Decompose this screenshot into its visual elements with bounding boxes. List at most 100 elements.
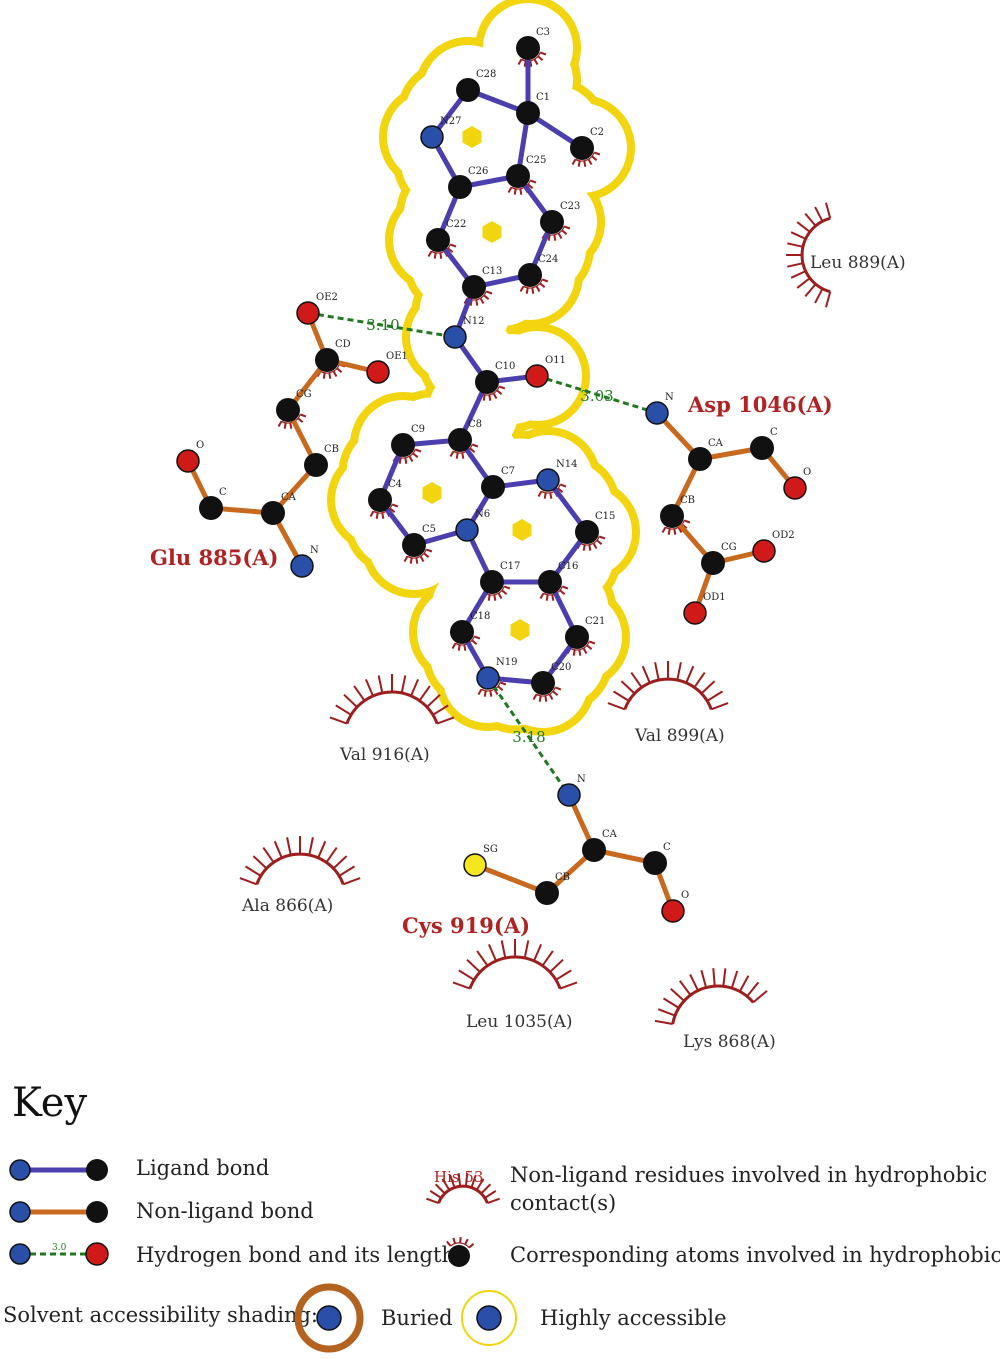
- atom-c: [750, 436, 774, 460]
- atom-label: CB: [680, 495, 695, 506]
- legend-ligand-bond-sample: [9, 1159, 108, 1181]
- legend-carbon-atom-icon: [448, 1245, 470, 1267]
- hydrophobic-arc-leu889: [786, 202, 832, 308]
- hydrogen-bonds: 3.103.033.18: [307, 311, 658, 796]
- residue-label: Cys 919(A): [402, 913, 530, 938]
- atom-hydrophobic-contact: [519, 278, 549, 294]
- residue-label: Glu 885(A): [150, 545, 279, 570]
- legend-hydrophobic-atom-icon: [446, 1236, 475, 1267]
- atom-label: CB: [555, 872, 570, 883]
- atom-n: [420, 125, 444, 149]
- hydrophobic-arc-leu1035: [452, 939, 578, 990]
- atom-o: [661, 899, 685, 923]
- atom-c: [402, 533, 426, 557]
- residue-label: Ala 866(A): [241, 896, 333, 916]
- legend-accessible-icon: [461, 1290, 517, 1346]
- legend-nitrogen-atom-icon: [9, 1159, 31, 1181]
- atom-o: [525, 364, 549, 388]
- legend-hbond-sample: 3.0: [9, 1242, 109, 1266]
- legend-hbond-length: 3.0: [52, 1243, 67, 1253]
- legend-buried-ring: [294, 1283, 364, 1353]
- atom-label: N: [665, 392, 674, 403]
- atom-label: C3: [536, 27, 550, 38]
- atom-label: C: [770, 427, 778, 438]
- atom-o: [683, 601, 707, 625]
- atom-hydrophobic-contact: [507, 179, 537, 195]
- legend-buried-icon: [294, 1283, 364, 1353]
- atom-c: [516, 101, 540, 125]
- atom-label: N14: [556, 459, 577, 470]
- legend-oxygen-atom-icon: [85, 1242, 109, 1266]
- atom-label: C5: [422, 524, 436, 535]
- residue-label: Asp 1046(A): [687, 392, 833, 417]
- atom-c: [426, 228, 450, 252]
- atom-s: [463, 853, 487, 877]
- residue-label: Leu 1035(A): [466, 1012, 573, 1032]
- atom-label: C25: [526, 155, 546, 166]
- atom-hydrophobic-contact: [661, 519, 691, 535]
- aromatic-ring-marker: [512, 519, 532, 541]
- atom-label: CG: [296, 389, 312, 400]
- atom-label: O: [196, 440, 204, 451]
- residue-label: Lys 868(A): [683, 1032, 776, 1052]
- atom-n: [645, 401, 669, 425]
- atom-c: [540, 210, 564, 234]
- residue-labels: Glu 885(A)Asp 1046(A)Cys 919(A)Leu 889(A…: [150, 253, 906, 1052]
- atom-c: [570, 136, 594, 160]
- nonligand-bond: [472, 862, 550, 896]
- atom-o: [366, 360, 390, 384]
- atom-label: OE1: [386, 351, 408, 362]
- atom-label: CG: [721, 542, 737, 553]
- atom-label: CD: [335, 339, 351, 350]
- atom-c: [391, 433, 415, 457]
- atom-label: CB: [324, 444, 339, 455]
- atom-c: [688, 447, 712, 471]
- legend-accessible-text: Highly accessible: [540, 1306, 727, 1330]
- atom-label: N27: [440, 116, 461, 127]
- atom-label: C22: [446, 219, 466, 230]
- legend-ligand-bond-text: Ligand bond: [136, 1156, 269, 1180]
- atom-c: [518, 263, 542, 287]
- atom-c: [538, 570, 562, 594]
- legend-hydrophobic-arc-icon: [426, 1173, 500, 1205]
- atom-label: C8: [468, 419, 482, 430]
- legend-hydrophobic-spokes: [446, 1236, 475, 1249]
- atom-c: [575, 520, 599, 544]
- atom-c: [315, 348, 339, 372]
- atoms: [176, 36, 807, 923]
- atom-label: CA: [708, 438, 724, 449]
- atom-n: [443, 325, 467, 349]
- atom-c: [462, 275, 486, 299]
- atom-n: [455, 518, 479, 542]
- legend-nitrogen-atom-icon: [9, 1201, 31, 1223]
- legend-hydrophobic-residues-text-2: contact(s): [510, 1191, 616, 1215]
- hydrophobic-arc-val899: [607, 661, 729, 711]
- atom-label: C13: [482, 266, 502, 277]
- hydrogen-bond: [536, 374, 658, 415]
- hydrophobic-contacts: [239, 51, 832, 1025]
- atom-label: C4: [388, 479, 402, 490]
- aromatic-ring-marker: [422, 482, 442, 504]
- atom-label: C28: [476, 69, 496, 80]
- atom-label: C17: [500, 561, 520, 572]
- hydrogen-bond-length: 3.10: [366, 316, 399, 334]
- atom-label: N12: [463, 316, 484, 327]
- atom-label: C: [219, 487, 227, 498]
- atom-hydrophobic-contact: [476, 385, 506, 401]
- atom-label: C2: [590, 127, 604, 138]
- atom-label: C18: [470, 611, 490, 622]
- atom-c: [506, 164, 530, 188]
- hydrogen-bond: [307, 311, 456, 339]
- atom-label: SG: [483, 844, 498, 855]
- legend: Key Ligand bond Non-ligand bond 3.0 Hydr…: [3, 1080, 1000, 1353]
- legend-hydrophobic-atoms-text: Corresponding atoms involved in hydropho…: [510, 1243, 1000, 1267]
- atom-c: [448, 175, 472, 199]
- atom-label: N: [310, 545, 319, 556]
- atom-label: N: [577, 774, 586, 785]
- atom-c: [368, 488, 392, 512]
- atom-label: C9: [411, 424, 425, 435]
- atom-label: O11: [545, 355, 566, 366]
- atom-c: [475, 370, 499, 394]
- hydrogen-bond: [486, 677, 571, 796]
